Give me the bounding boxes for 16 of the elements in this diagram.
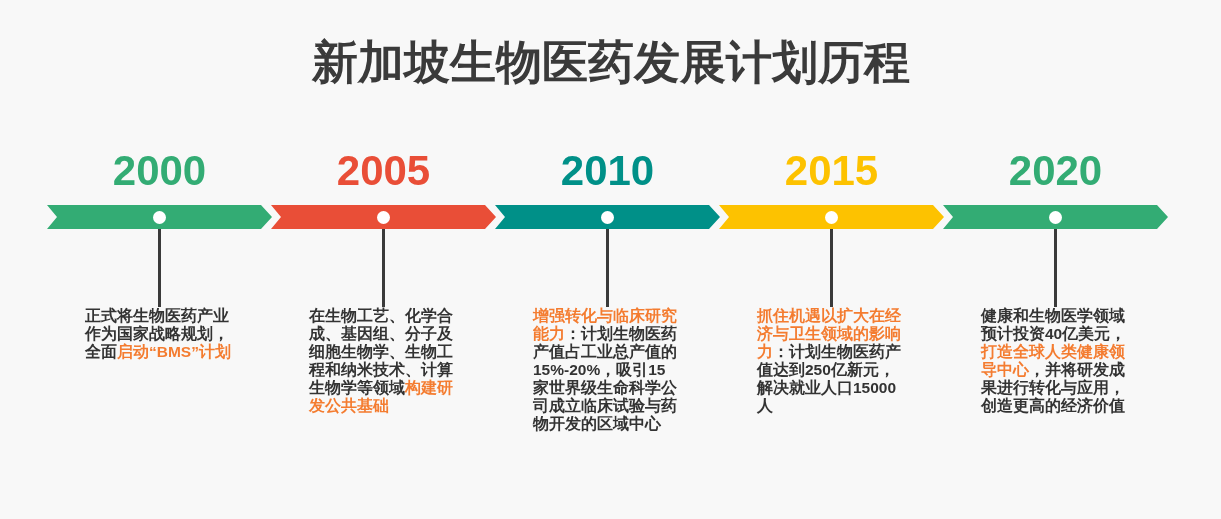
connector-line — [830, 229, 833, 307]
connector-line — [1054, 229, 1057, 307]
year-label: 2020 — [1008, 150, 1103, 192]
year-label: 2000 — [112, 150, 207, 192]
year-label: 2015 — [784, 150, 879, 192]
year-label: 2005 — [336, 150, 431, 192]
milestone-description: 健康和生物医学领域预计投资40亿美元，打造全球人类健康领导中心，并将研发成果进行转化与应用，创造更高的经济价值 — [981, 307, 1129, 415]
milestone-description: 在生物工艺、化学合成、基因组、分子及细胞生物学、生物工程和纳米技术、计算生物学等领域构建研发公共基础 — [309, 307, 457, 415]
connector-line — [606, 229, 609, 307]
year-label: 2010 — [560, 150, 655, 192]
connector-line — [382, 229, 385, 307]
diagram-title: 新加坡生物医药发展计划历程 — [311, 35, 910, 90]
connector-line — [158, 229, 161, 307]
milestone-description: 增强转化与临床研究能力：计划生物医药产值占工业总产值的15%-20%，吸引15家世界级生命科学公司成立临床试验与药物开发的区域中心 — [533, 307, 681, 433]
milestone-description: 抓住机遇以扩大在经济与卫生领域的影响力：计划生物医药产值达到250亿新元，解决就业人口15000人 — [757, 307, 905, 415]
milestone-description: 正式将生物医药产业作为国家战略规划，全面启动“BMS”计划 — [85, 307, 233, 361]
